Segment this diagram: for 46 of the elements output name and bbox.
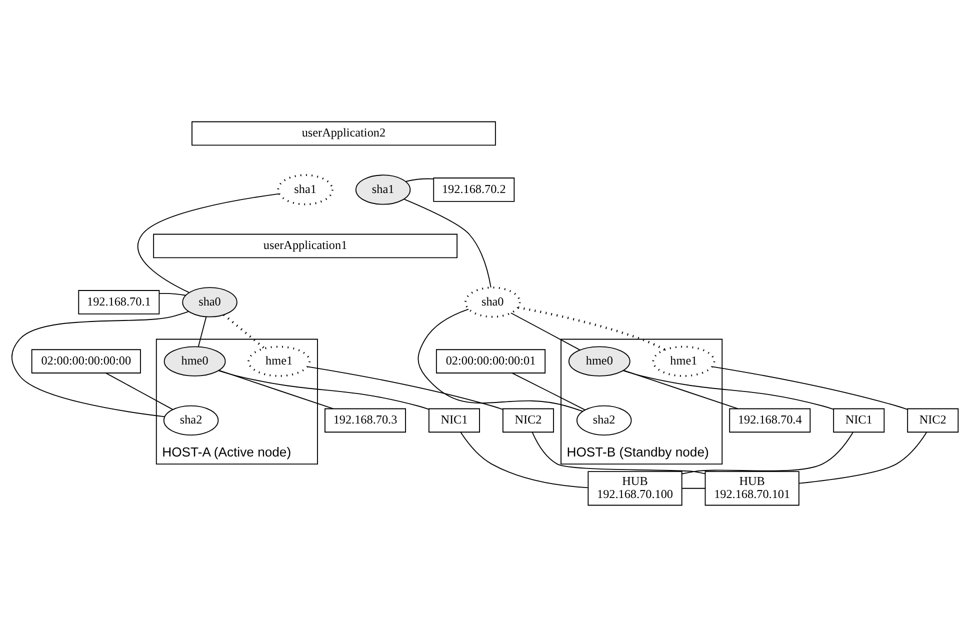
node-box: NIC2	[502, 408, 554, 432]
node-box: NIC1	[428, 408, 480, 432]
connector	[307, 366, 504, 410]
node-box: NIC1	[833, 408, 885, 432]
connector	[712, 366, 908, 410]
connector	[404, 198, 492, 288]
connector	[218, 370, 430, 410]
node-ellipse: hme1	[652, 345, 716, 376]
connector	[798, 431, 928, 484]
node-box: HUB 192.168.70.101	[704, 470, 800, 506]
node-ellipse: hme0	[568, 346, 630, 376]
node-ellipse: hme1	[248, 345, 310, 376]
node-box: HUB 192.168.70.100	[588, 470, 682, 506]
connector	[223, 313, 266, 349]
node-box: 192.168.70.2	[433, 177, 515, 202]
node-ellipse: sha2	[163, 404, 219, 436]
connector	[405, 178, 434, 182]
connector	[532, 431, 706, 474]
node-box: 02:00:00:00:00:00	[31, 348, 141, 373]
connector	[622, 370, 834, 410]
node-ellipse: sha0	[182, 286, 238, 317]
node-ellipse: sha1	[277, 174, 334, 205]
node-ellipse: sha1	[355, 174, 411, 204]
connector	[681, 431, 854, 474]
node-box: 192.168.70.1	[78, 290, 160, 314]
connector	[682, 487, 706, 488]
node-box: 192.168.70.3	[324, 408, 406, 432]
node-box: 192.168.70.4	[729, 408, 811, 432]
connector	[418, 308, 584, 412]
connector	[218, 369, 334, 409]
connector	[623, 369, 738, 409]
connector	[11, 310, 189, 417]
node-box: NIC2	[907, 408, 959, 432]
connector	[137, 192, 280, 292]
node-box: userApplication2	[192, 120, 496, 146]
connector	[198, 316, 207, 346]
node-ellipse: hme0	[164, 346, 226, 376]
connector	[460, 431, 588, 488]
connector	[158, 292, 186, 296]
node-ellipse: sha2	[576, 404, 632, 436]
node-ellipse: sha0	[464, 286, 521, 318]
connector	[512, 372, 586, 410]
connector	[106, 372, 174, 410]
connector	[518, 306, 666, 350]
node-box: userApplication1	[153, 233, 458, 258]
node-box: 02:00:00:00:00:01	[436, 348, 546, 373]
